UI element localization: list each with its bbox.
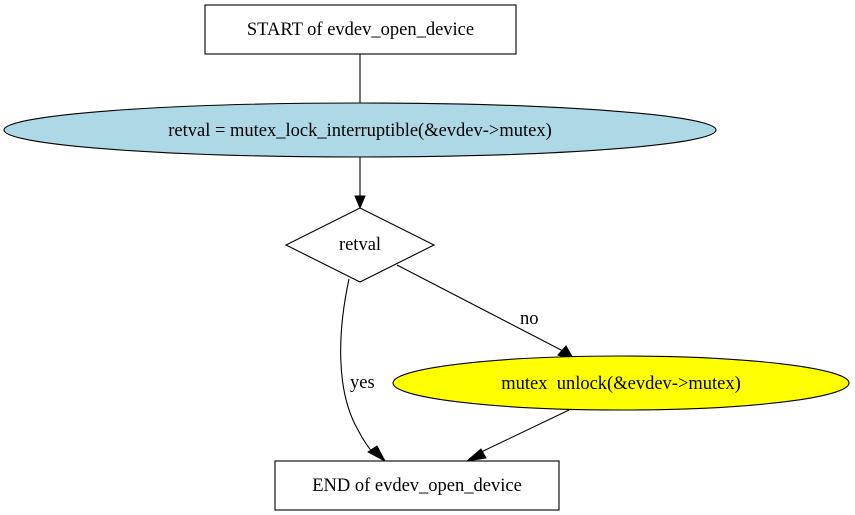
node-end[interactable]: END of evdev_open_device: [274, 460, 560, 511]
decision-label: retval: [339, 235, 381, 255]
edge-unlock-to-end: [465, 409, 570, 462]
unlock-label: mutex unlock(&evdev->mutex): [501, 374, 741, 394]
decision-diamond: [284, 207, 436, 283]
edge-label-no: no: [520, 309, 539, 329]
end-box: [274, 460, 560, 511]
arrowhead: [354, 195, 366, 210]
node-decision[interactable]: retval: [284, 207, 436, 283]
arrowhead: [465, 448, 487, 462]
arrowhead: [367, 445, 387, 463]
edge-decision-to-unlock-no: [396, 264, 576, 361]
start-label: START of evdev_open_device: [247, 20, 474, 40]
lock-label: retval = mutex_lock_interruptible(&evdev…: [168, 121, 552, 141]
edge-decision-to-end-yes: [340, 278, 387, 463]
unlock-ellipse: [392, 355, 850, 411]
edge-lock-to-decision: [354, 157, 366, 210]
node-lock[interactable]: retval = mutex_lock_interruptible(&evdev…: [3, 102, 717, 158]
start-box: [204, 4, 517, 55]
edge-label-yes: yes: [350, 373, 375, 393]
node-unlock[interactable]: mutex unlock(&evdev->mutex): [392, 355, 850, 411]
lock-ellipse: [3, 102, 717, 158]
node-start[interactable]: START of evdev_open_device: [204, 4, 517, 55]
end-label: END of evdev_open_device: [312, 476, 522, 496]
